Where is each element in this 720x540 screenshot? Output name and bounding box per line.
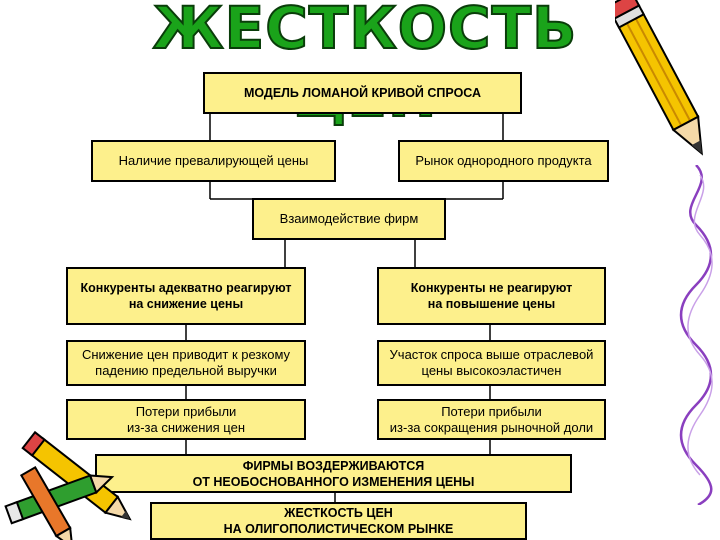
adequate-reaction-box: Конкуренты адекватно реагируют на снижен…	[66, 267, 306, 325]
price-cut-line1: Снижение цен приводит к резкому	[81, 347, 291, 362]
adequate-reaction-line1: Конкуренты адекватно реагируют	[80, 281, 292, 295]
profit-loss-left-box: Потери прибыли из-за снижения цен	[66, 399, 306, 440]
elastic-demand-box: Участок спроса выше отраслевой цены высо…	[377, 340, 606, 386]
firms-refrain-line2: ОТ НЕОБОСНОВАННОГО ИЗМЕНЕНИЯ ЦЕНЫ	[192, 474, 475, 489]
pencil-icon-top-right	[615, 0, 703, 156]
profit-loss-right-line1: Потери прибыли	[441, 403, 542, 419]
price-rigidity-line2: НА ОЛИГОПОЛИСТИЧЕСКОМ РЫНКЕ	[223, 522, 454, 536]
model-box: МОДЕЛЬ ЛОМАНОЙ КРИВОЙ СПРОСА	[203, 72, 522, 114]
price-cut-line2: падению предельной выручки	[95, 363, 277, 378]
profit-loss-left-line1: Потери прибыли	[135, 403, 237, 419]
price-rigidity-box: ЖЕСТКОСТЬ ЦЕН НА ОЛИГОПОЛИСТИЧЕСКОМ РЫНК…	[150, 502, 527, 540]
firms-refrain-box: ФИРМЫ ВОЗДЕРЖИВАЮТСЯ ОТ НЕОБОСНОВАННОГО …	[95, 454, 572, 493]
model-label: МОДЕЛЬ ЛОМАНОЙ КРИВОЙ СПРОСА	[243, 86, 482, 100]
price-rigidity-line1: ЖЕСТКОСТЬ ЦЕН	[284, 506, 393, 520]
dominant-price-label: Наличие превалирующей цены	[118, 153, 309, 168]
no-reaction-line2: на повышение цены	[427, 297, 556, 311]
homogeneous-market-box: Рынок однородного продукта	[398, 140, 609, 182]
pencils-icon-bottom-left	[4, 430, 132, 540]
firms-refrain-line1: ФИРМЫ ВОЗДЕРЖИВАЮТСЯ	[242, 458, 425, 473]
no-reaction-box: Конкуренты не реагируют на повышение цен…	[377, 267, 606, 325]
profit-loss-right-box: Потери прибыли из-за сокращения рыночной…	[377, 399, 606, 440]
dominant-price-box: Наличие превалирующей цены	[91, 140, 336, 182]
interaction-label: Взаимодействие фирм	[279, 211, 419, 226]
elastic-demand-line2: цены высокоэластичен	[421, 363, 562, 378]
profit-loss-left-line2: из-за снижения цен	[126, 419, 246, 435]
profit-loss-right-line2: из-за сокращения рыночной доли	[389, 419, 594, 435]
no-reaction-line1: Конкуренты не реагируют	[410, 281, 573, 295]
homogeneous-market-label: Рынок однородного продукта	[415, 153, 592, 168]
adequate-reaction-line2: на снижение цены	[128, 297, 244, 311]
squiggle-line-right	[679, 165, 713, 505]
price-cut-box: Снижение цен приводит к резкому падению …	[66, 340, 306, 386]
elastic-demand-line1: Участок спроса выше отраслевой	[389, 347, 594, 362]
interaction-box: Взаимодействие фирм	[252, 198, 446, 240]
